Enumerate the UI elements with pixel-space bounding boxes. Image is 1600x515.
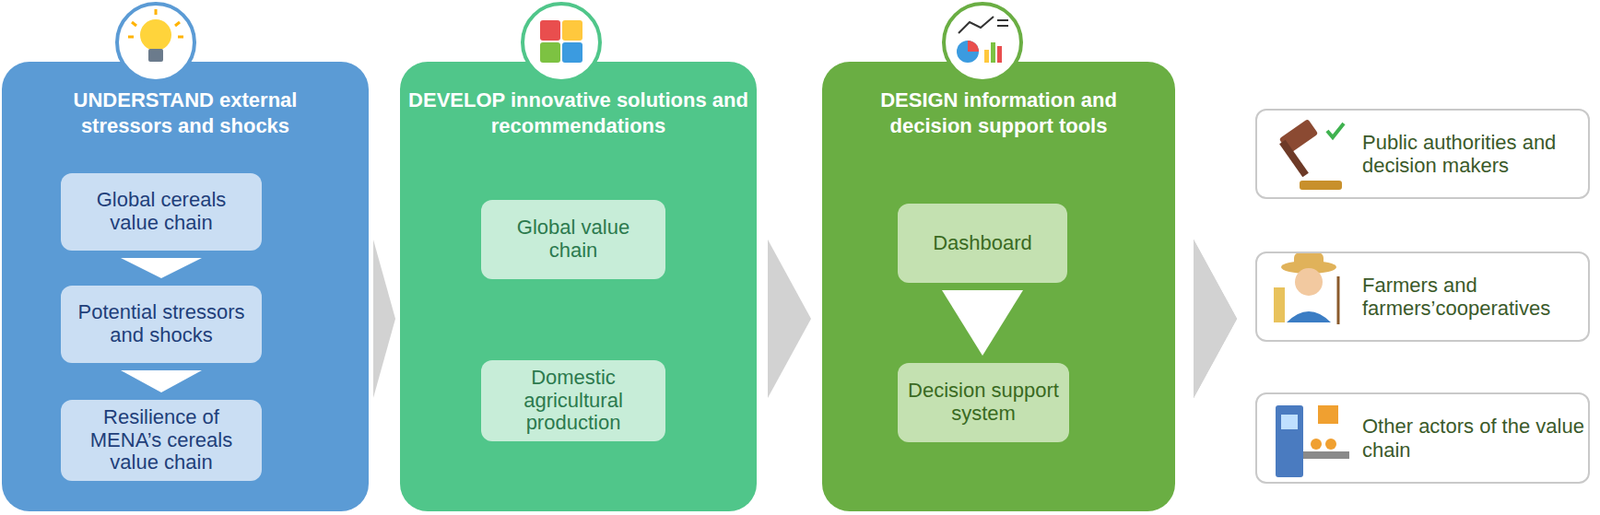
- stage-panel: DEVELOP innovative solutions and recomme…: [400, 61, 757, 512]
- chevron-arrow: [373, 239, 396, 399]
- down-arrow: [120, 258, 202, 279]
- step-box: Potential stressors and shocks: [60, 285, 262, 364]
- step-label: Global value chain: [490, 216, 657, 262]
- step-label: Public authorities and decision makers: [1362, 130, 1589, 178]
- step-box: Decision support system: [897, 363, 1070, 443]
- actor-box: Public authorities and decision makers: [1255, 108, 1590, 200]
- step-label: Potential stressors and shocks: [70, 301, 253, 347]
- step-label: Domestic agricultural production: [490, 366, 657, 436]
- chevron-arrow: [1193, 239, 1237, 399]
- gavel-icon: [1279, 118, 1344, 190]
- step-box: Resilience of MENA’s cereals value chain: [60, 400, 262, 482]
- step-label: Farmers and farmers’cooperatives: [1362, 273, 1589, 321]
- step-box: Global cereals value chain: [60, 173, 262, 251]
- chevron-arrow: [1193, 239, 1237, 399]
- stage-heading: DESIGN information and decision support …: [860, 87, 1138, 139]
- step-label: Global cereals value chain: [70, 188, 253, 235]
- machine-icon: [1275, 405, 1350, 478]
- chart-icon: [943, 3, 1022, 82]
- step-box: Global value chain: [481, 200, 666, 280]
- step-label: Resilience of MENA’s cereals value chain: [70, 406, 253, 475]
- actor-box: Farmers and farmers’cooperatives: [1255, 251, 1590, 342]
- actor-box: Other actors of the value chain: [1255, 392, 1590, 484]
- chevron-arrow: [767, 239, 812, 399]
- step-label: Other actors of the value chain: [1362, 414, 1589, 462]
- stage-heading: UNDERSTAND external stressors and shocks: [47, 87, 324, 139]
- step-box: Dashboard: [897, 203, 1068, 283]
- down-arrow: [120, 370, 202, 393]
- chevron-arrow: [1193, 239, 1237, 399]
- stage-heading: DEVELOP innovative solutions and recomme…: [408, 87, 750, 139]
- stage-panel: DESIGN information and decision support …: [822, 61, 1176, 512]
- puzzle-icon: [522, 3, 600, 82]
- step-label: Dashboard: [932, 232, 1033, 256]
- step-box: Domestic agricultural production: [481, 360, 666, 442]
- lightbulb-icon: [117, 3, 195, 82]
- down-arrow: [941, 290, 1024, 356]
- stage-panel: UNDERSTAND external stressors and shocks…: [1, 61, 369, 512]
- farmer-icon: [1273, 252, 1339, 325]
- step-label: Decision support system: [906, 379, 1060, 425]
